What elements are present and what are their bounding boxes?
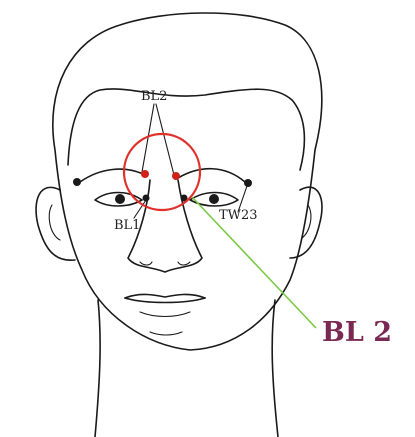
bl1-left-point <box>142 194 150 202</box>
lower-lip <box>139 311 191 318</box>
right-eyebrow <box>177 167 246 183</box>
neck-right <box>271 299 279 437</box>
bl1-right-point <box>180 194 188 202</box>
right-brow-end-point <box>244 179 252 187</box>
left-pupil <box>115 194 125 204</box>
nose-bridge <box>127 179 203 273</box>
mouth-line <box>124 297 206 304</box>
upper-lip <box>124 293 206 299</box>
tw23-leader <box>237 185 248 213</box>
nostril-left <box>139 261 153 266</box>
bl2-top-label: BL2 <box>141 89 167 104</box>
bl1-label: BL1 <box>114 218 140 233</box>
bl2-left-point <box>141 170 149 178</box>
tw23-label: TW23 <box>219 208 258 223</box>
left-eyebrow <box>79 168 146 183</box>
bl1-leader <box>133 199 147 219</box>
bl2-leader-left <box>141 103 155 173</box>
right-pupil <box>209 194 219 204</box>
head-outline <box>52 12 323 351</box>
right-ear <box>289 186 323 259</box>
nostril-right <box>177 261 191 266</box>
left-brow-end-point <box>73 178 81 186</box>
bl2-highlight-circle <box>122 132 202 212</box>
bl2-right-point <box>172 172 180 180</box>
bl2-callout-line <box>191 196 317 329</box>
left-eye <box>94 191 143 207</box>
right-eye <box>189 191 239 207</box>
hairline <box>67 88 306 171</box>
right-ear-inner <box>301 204 312 239</box>
left-ear-inner <box>48 204 61 241</box>
left-ear <box>35 186 76 261</box>
bl2-leader-right <box>155 103 175 176</box>
bl2-callout-label: BL 2 <box>322 317 392 348</box>
chin-line <box>149 331 183 336</box>
neck-left <box>94 299 101 437</box>
